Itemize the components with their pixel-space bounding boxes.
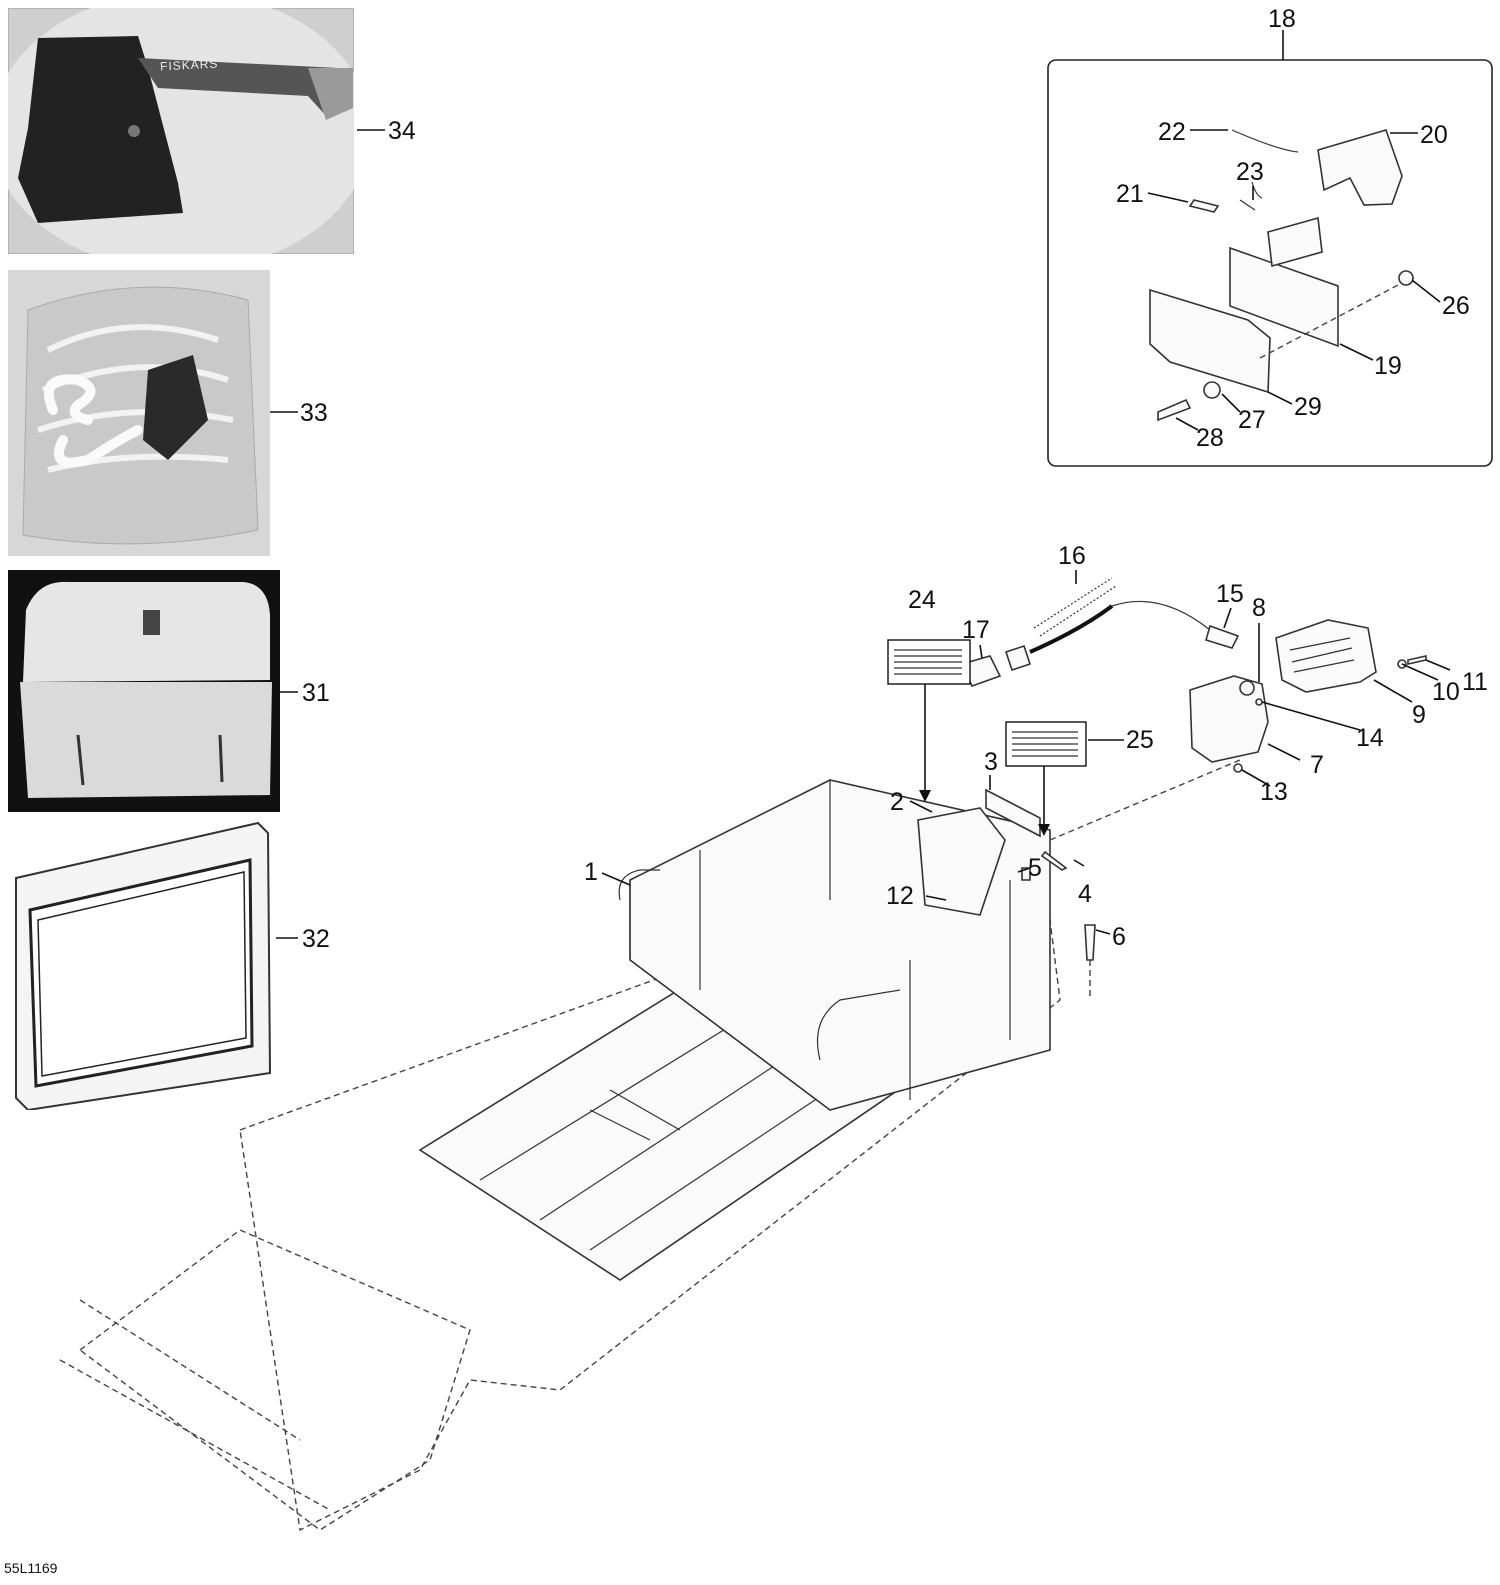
callout-25: 25 xyxy=(1126,726,1154,754)
callout-20: 20 xyxy=(1420,121,1448,149)
callout-14: 14 xyxy=(1356,724,1384,752)
callout-6: 6 xyxy=(1112,923,1126,951)
callout-29: 29 xyxy=(1294,393,1322,421)
callout-5: 5 xyxy=(1028,854,1042,882)
callout-1: 1 xyxy=(584,858,598,886)
diagram-reference-code: 55L1169 xyxy=(4,1560,58,1576)
callout-18: 18 xyxy=(1268,5,1296,33)
callout-27: 27 xyxy=(1238,406,1266,434)
callout-23: 23 xyxy=(1236,158,1264,186)
callout-9: 9 xyxy=(1412,701,1426,729)
callout-11: 11 xyxy=(1462,668,1488,696)
callout-8: 8 xyxy=(1252,594,1266,622)
callout-17: 17 xyxy=(962,616,990,644)
callout-7: 7 xyxy=(1310,751,1324,779)
callout-26: 26 xyxy=(1442,292,1470,320)
windshield-photo xyxy=(15,821,272,1110)
callout-34: 33 xyxy=(300,399,328,427)
callout-10: 10 xyxy=(1432,678,1460,706)
callout-16: 16 xyxy=(1058,542,1086,570)
callout-28: 28 xyxy=(1196,424,1224,452)
callout-13: 13 xyxy=(1260,778,1288,806)
rope-bag-photo xyxy=(8,270,270,556)
callout-21: 21 xyxy=(1116,180,1144,208)
callout-4: 4 xyxy=(1078,880,1092,908)
cargo-box-photo xyxy=(8,570,280,812)
callout-15: 15 xyxy=(1216,580,1244,608)
callout-33: 34 xyxy=(388,117,416,145)
callout-3: 3 xyxy=(984,748,998,776)
callout-19: 19 xyxy=(1374,352,1402,380)
callout-31: 31 xyxy=(302,679,330,707)
callout-24: 24 xyxy=(908,586,936,614)
axe-photo xyxy=(8,8,354,254)
callout-2: 2 xyxy=(890,788,904,816)
callout-12: 12 xyxy=(886,882,914,910)
callout-32: 32 xyxy=(302,925,330,953)
callout-22: 22 xyxy=(1158,118,1186,146)
inset-frame xyxy=(1047,59,1493,467)
